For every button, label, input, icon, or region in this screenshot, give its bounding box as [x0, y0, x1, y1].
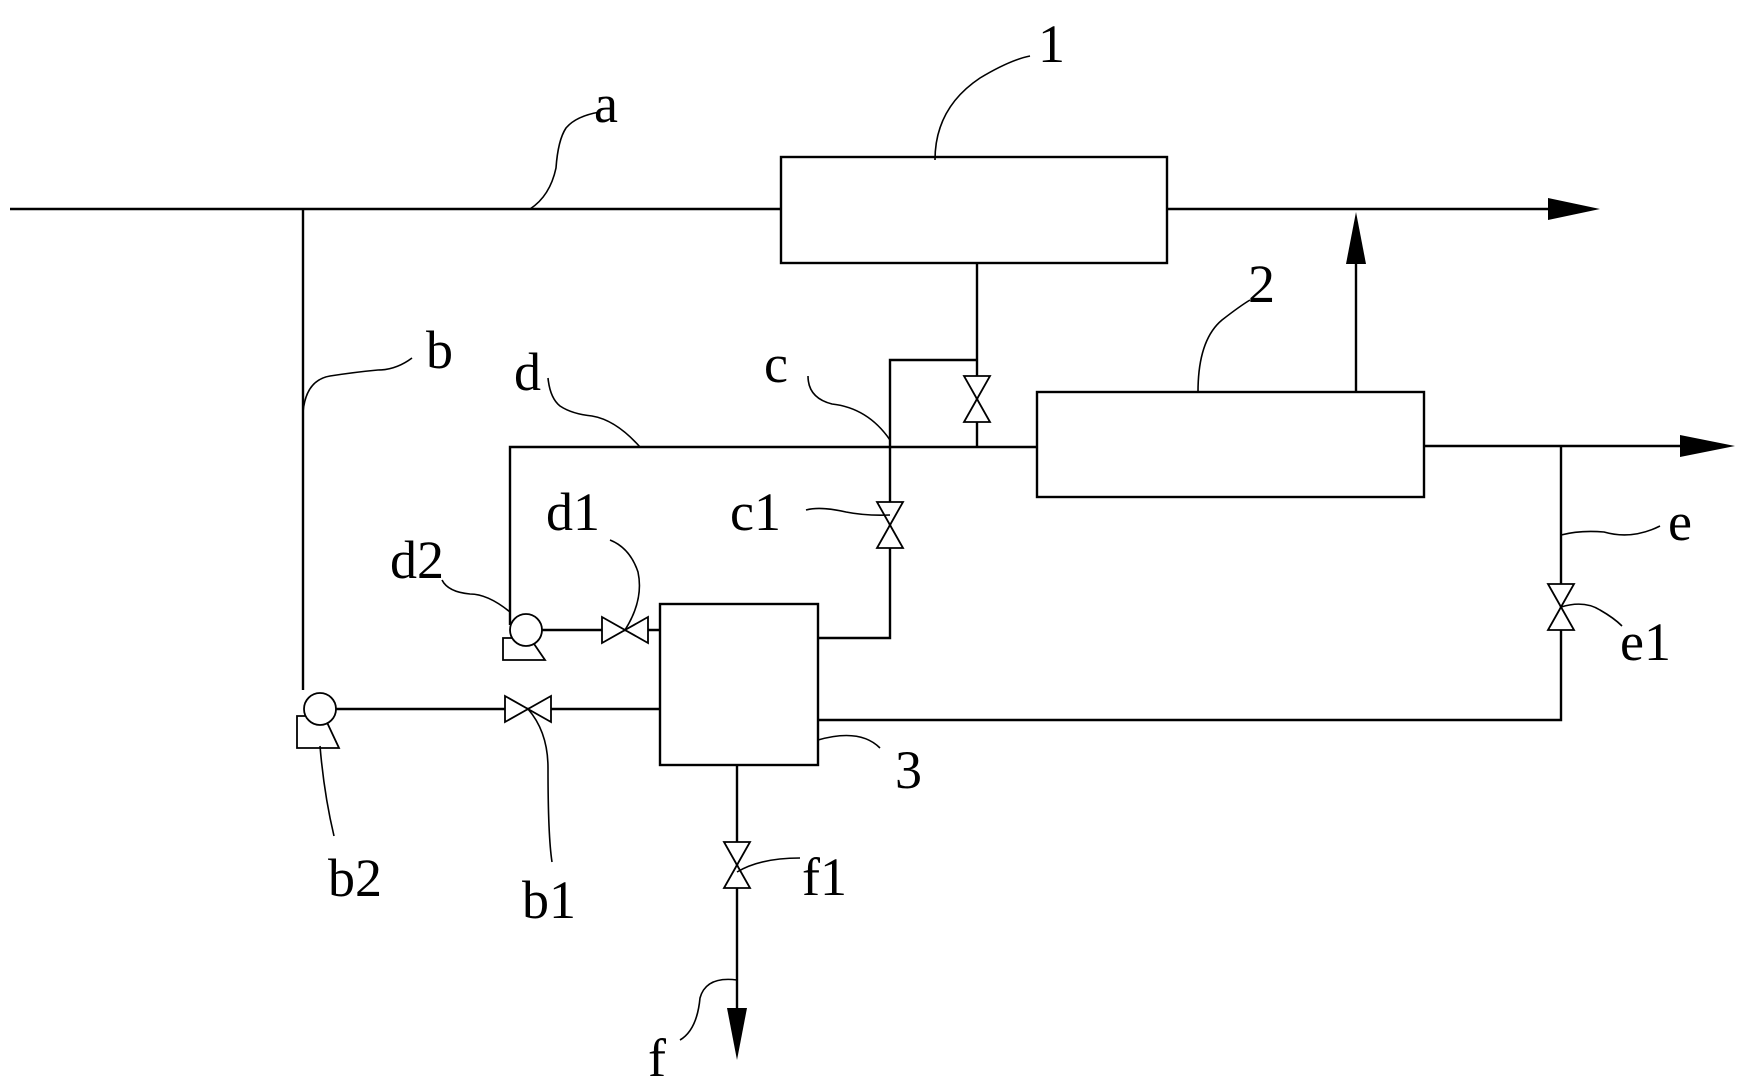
- valve-d1: [601, 615, 649, 645]
- label-valve-c1: c1: [730, 482, 781, 542]
- up-arrow: [1346, 212, 1366, 264]
- label-unit-2: 2: [1248, 254, 1275, 314]
- label-pump-b2: b2: [328, 848, 382, 908]
- label-line-a: a: [594, 74, 618, 134]
- label-line-d: d: [514, 342, 541, 402]
- pipe-d: [508, 445, 1037, 625]
- leader-2: [1197, 299, 1251, 393]
- leader-3: [817, 734, 881, 749]
- leader-d: [547, 377, 641, 448]
- label-valve-e1: e1: [1620, 612, 1671, 672]
- unit-2-box: [1035, 390, 1426, 499]
- leader-1: [934, 55, 1031, 161]
- leader-a: [529, 111, 601, 210]
- unit-3-box: [658, 602, 820, 767]
- leader-e: [1560, 525, 1661, 536]
- leader-f: [679, 978, 738, 1041]
- pipe-c: [818, 358, 977, 640]
- valve-unit1-drop: [962, 375, 992, 423]
- valve-f1: [722, 841, 752, 889]
- label-valve-f1: f1: [802, 847, 847, 907]
- leader-b2: [319, 745, 335, 837]
- valve-b1: [504, 694, 552, 724]
- leader-d2: [441, 579, 511, 613]
- label-line-e: e: [1668, 492, 1692, 552]
- leader-b: [302, 357, 413, 413]
- down-arrow: [727, 1008, 747, 1060]
- valve-c1: [875, 501, 905, 549]
- label-unit-3: 3: [895, 740, 922, 800]
- leader-f1: [736, 857, 801, 873]
- leader-d1: [609, 539, 641, 631]
- label-line-b: b: [426, 320, 453, 380]
- outlet-arrow-top: [1548, 198, 1600, 220]
- pump-d2: [502, 613, 547, 661]
- label-valve-b1: b1: [522, 870, 576, 930]
- leader-e1: [1560, 603, 1623, 627]
- pump-b2: [296, 692, 341, 749]
- pipe-e: [818, 446, 1563, 722]
- leader-c1: [805, 507, 891, 516]
- valve-e1: [1546, 583, 1576, 631]
- label-pump-d2: d2: [390, 530, 444, 590]
- leader-c: [807, 375, 891, 441]
- leader-b1: [527, 708, 553, 863]
- label-line-f: f: [648, 1028, 666, 1086]
- label-line-c: c: [764, 334, 788, 394]
- unit-1-box: [779, 155, 1169, 265]
- label-unit-1: 1: [1038, 14, 1065, 74]
- outlet-arrow-right: [1680, 435, 1735, 457]
- label-valve-d1: d1: [546, 482, 600, 542]
